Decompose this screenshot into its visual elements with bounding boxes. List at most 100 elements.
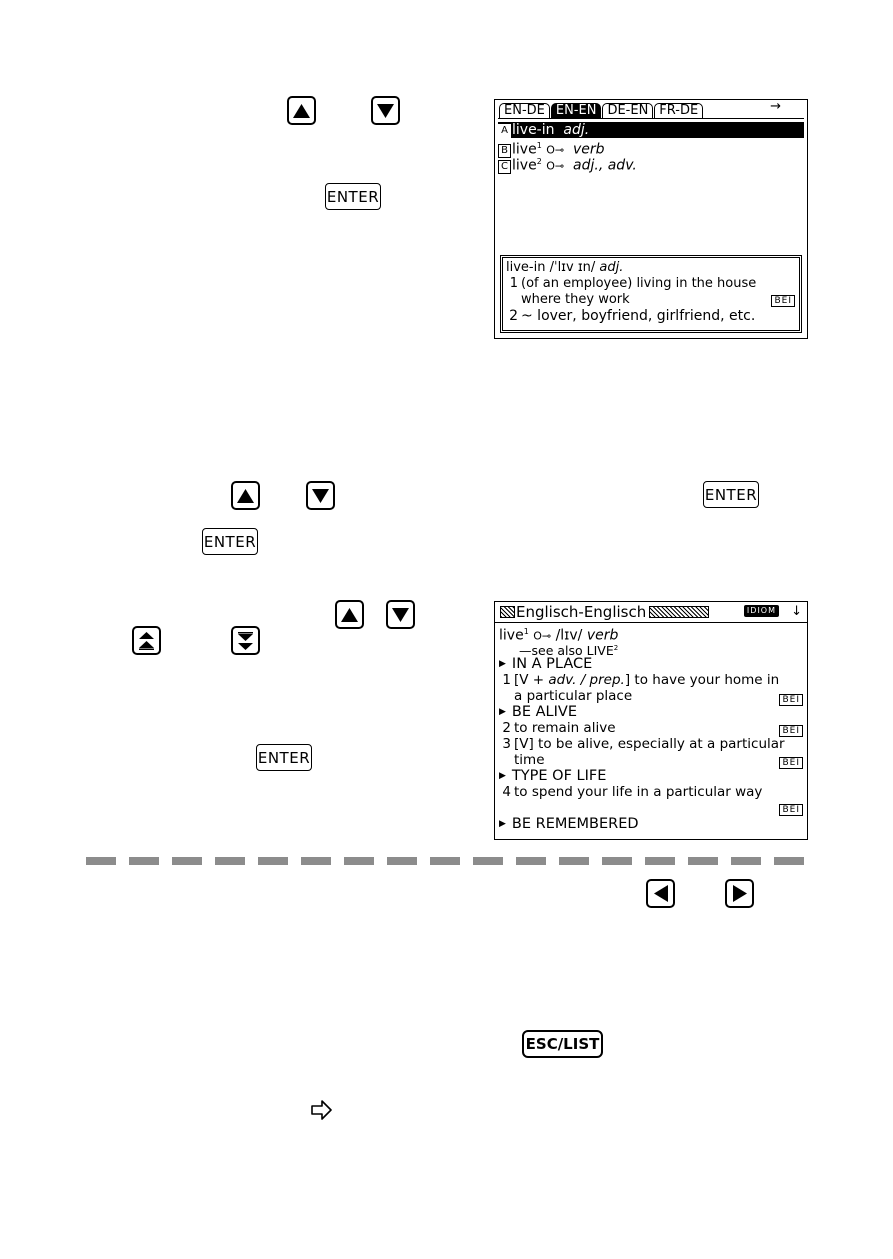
entry-pos: verb [586, 627, 619, 644]
double-up-arrow-icon [139, 631, 154, 650]
result-word: live [512, 157, 537, 174]
enter-key: ENTER [325, 183, 381, 210]
preview-sense-2: 2~ lover, boyfriend, girlfriend, etc. [506, 308, 796, 324]
section-title: BE REMEMBERED [511, 816, 639, 832]
hint-arrow-icon [310, 1100, 332, 1125]
down-arrow-key [371, 96, 400, 125]
section-heading: ▶ TYPE OF LIFE [499, 768, 803, 784]
see-also-superscript: 2 [613, 644, 619, 652]
sense-line-cont: time BEI [499, 752, 803, 769]
scroll-down-indicator-icon: ↓ [791, 604, 802, 619]
result-word: live-in [512, 122, 555, 138]
tab-divider [498, 118, 804, 119]
tab-en-de[interactable]: EN-DE [499, 103, 550, 119]
right-arrow-key [725, 879, 754, 908]
down-arrow-icon [312, 488, 329, 503]
sense-text: [V + [514, 672, 549, 688]
sense-text: time [514, 752, 545, 768]
preview-pronunciation: /ˈlɪv ɪn/ [549, 260, 596, 275]
enter-key: ENTER [256, 744, 312, 771]
down-arrow-icon [392, 607, 409, 622]
double-down-arrow-icon [238, 631, 253, 650]
section-heading: ▶ BE ALIVE [499, 704, 803, 720]
entry-header-bar: Englisch-Englisch IDIOM ↓ [495, 602, 807, 623]
up-arrow-icon [293, 103, 310, 118]
bei-badge: BEI [779, 804, 803, 816]
idiom-badge[interactable]: IDIOM [743, 605, 779, 617]
header-hatch-right [649, 606, 709, 618]
enter-key: ENTER [703, 481, 759, 508]
result-letter-c: C [498, 159, 511, 174]
section-bullet-icon: ▶ [499, 707, 506, 717]
tab-de-en[interactable]: DE-EN [602, 103, 654, 119]
bei-badge: BEI [779, 757, 803, 769]
sense-number: 3 [502, 736, 511, 752]
sense-line: 3[V] to be alive, especially at a partic… [499, 736, 803, 752]
sense-line-cont: BEI [499, 800, 803, 816]
oxford-key-icon: O⊸ [533, 629, 552, 643]
down-arrow-icon [377, 103, 394, 118]
header-hatch-left [500, 606, 515, 618]
result-pos: adj., adv. [573, 157, 637, 174]
tab-fr-de[interactable]: FR-DE [654, 103, 704, 119]
sense-number: 4 [502, 784, 511, 800]
section-title: TYPE OF LIFE [511, 768, 607, 784]
sense-text: ~ lover, boyfriend, girlfriend, etc. [521, 308, 756, 324]
sense-text: [V] to be alive, especially at a particu… [514, 736, 785, 752]
sense-text-italic: adv. / prep. [548, 672, 625, 688]
down-arrow-key [386, 600, 415, 629]
up-arrow-key [287, 96, 316, 125]
preview-headline: live-in /ˈlɪv ɪn/ adj. [506, 260, 796, 276]
up-arrow-icon [341, 607, 358, 622]
section-title: BE ALIVE [511, 704, 577, 720]
sense-text: to remain alive [514, 720, 616, 736]
section-heading: ▶ IN A PLACE [499, 656, 803, 672]
result-pos: adj. [563, 122, 590, 138]
tab-en-en[interactable]: EN-EN [550, 103, 602, 119]
page-down-key [231, 626, 260, 655]
sense-number: 2 [502, 720, 511, 736]
up-arrow-key [231, 481, 260, 510]
bei-badge: BEI [779, 725, 803, 737]
see-also-line: —see also LIVE2 [499, 640, 803, 659]
preview-sense-1-cont: where they work BEI [506, 292, 796, 308]
preview-headword: live-in [506, 260, 546, 275]
oxford-key-icon: O⊸ [546, 143, 565, 157]
down-arrow-key [306, 481, 335, 510]
dictionary-title: Englisch-Englisch [516, 603, 647, 621]
entry-preview-panel: live-in /ˈlɪv ɪn/ adj. 1(of an employee)… [500, 255, 802, 333]
result-word: live [512, 141, 537, 158]
sense-line-cont: a particular place BEI [499, 688, 803, 706]
sense-line: 1[V + adv. / prep.] to have your home in [499, 672, 803, 688]
left-arrow-icon [653, 885, 668, 902]
sense-text: ] to have your home in [624, 672, 780, 688]
section-bullet-icon: ▶ [499, 771, 506, 781]
dictionary-entry-screen: Englisch-Englisch IDIOM ↓ live1 O⊸ /lɪv/… [494, 601, 808, 840]
sense-number: 1 [502, 672, 511, 688]
result-letter-a: A [498, 124, 511, 138]
sense-text: a particular place [514, 688, 633, 704]
section-title: IN A PLACE [511, 656, 593, 672]
section-bullet-icon: ▶ [499, 659, 506, 669]
sense-number: 2 [509, 308, 518, 324]
sense-text: where they work [521, 292, 630, 307]
result-letter-b: B [498, 143, 511, 158]
entry-headword: live [499, 627, 524, 644]
enter-key: ENTER [202, 528, 258, 555]
bei-badge: BEI [771, 295, 795, 307]
see-also-link[interactable]: —see also LIVE [519, 643, 614, 659]
entry-headline: live1 O⊸ /lɪv/ verb [499, 624, 803, 644]
section-bullet-icon: ▶ [499, 819, 506, 829]
left-arrow-key [646, 879, 675, 908]
entry-superscript: 1 [523, 627, 529, 636]
result-superscript: 1 [536, 141, 542, 150]
page-up-key [132, 626, 161, 655]
sense-number: 1 [509, 276, 518, 291]
dashed-separator [86, 857, 808, 865]
